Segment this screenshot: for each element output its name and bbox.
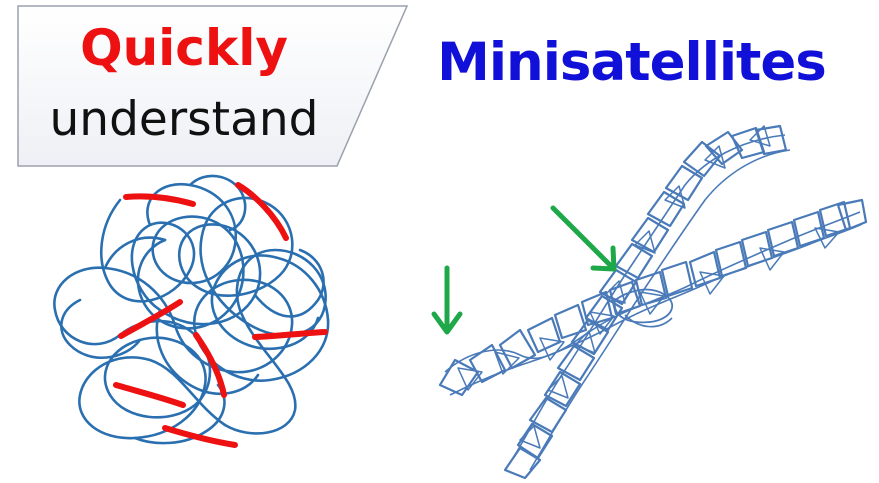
subtitle-quickly: Quickly xyxy=(80,19,288,77)
diagonal-arrow-icon xyxy=(550,205,617,272)
chromosome-icon xyxy=(438,124,868,480)
down-arrow-icon xyxy=(431,265,463,335)
dna-tangle-icon xyxy=(53,174,330,445)
minisatellite-highlights xyxy=(113,182,328,448)
page-title: Minisatellites xyxy=(437,32,827,93)
subtitle-understand: understand xyxy=(49,92,319,147)
